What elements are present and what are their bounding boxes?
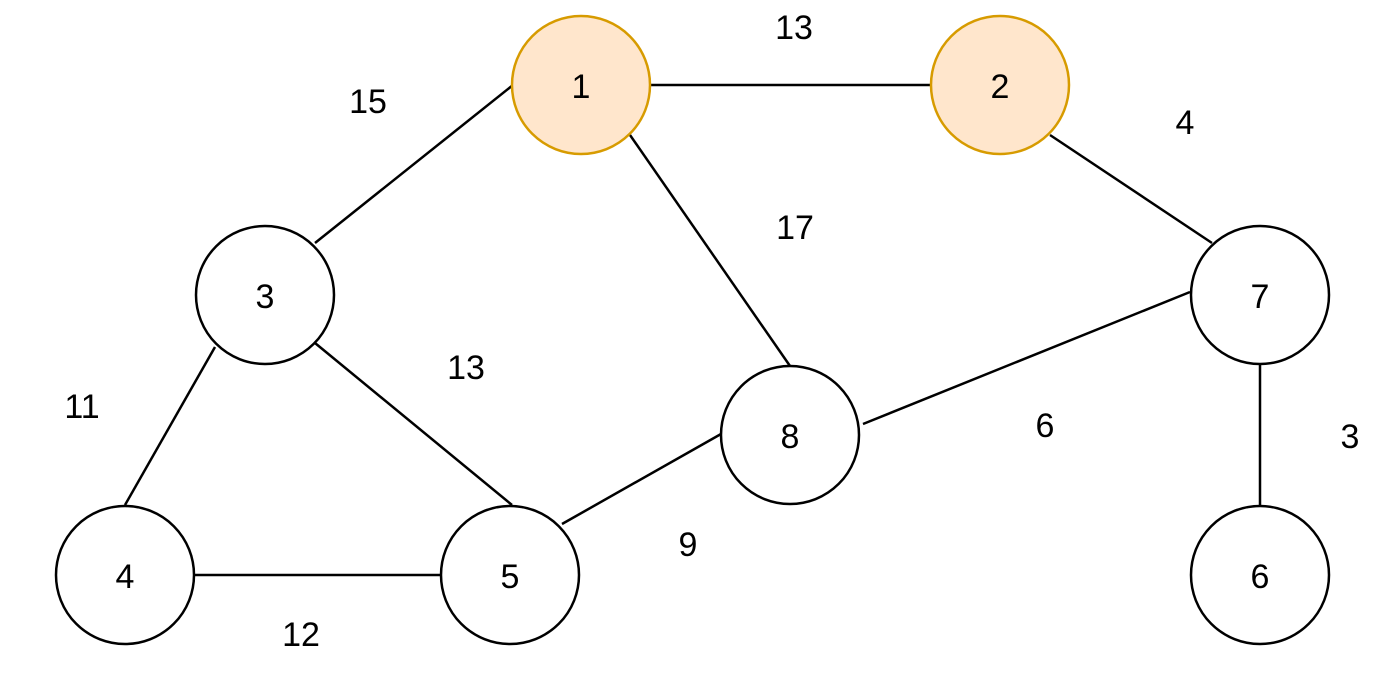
node-label-6: 6: [1251, 558, 1270, 596]
node-6: 6: [1189, 504, 1331, 646]
node-label-5: 5: [501, 558, 520, 596]
node-circle-7: [1189, 224, 1331, 366]
edge-3-4: [123, 346, 217, 506]
edge-2-7: [1049, 133, 1213, 245]
edge-8-7: [862, 290, 1191, 426]
node-label-1: 1: [572, 68, 591, 106]
node-label-7: 7: [1251, 278, 1270, 316]
node-5: 5: [439, 504, 581, 646]
node-circle-1: [510, 14, 652, 156]
node-label-4: 4: [116, 558, 135, 596]
edge-1-8: [628, 134, 792, 367]
node-2: 2: [929, 14, 1071, 156]
node-label-2: 2: [991, 68, 1010, 106]
node-circle-5: [439, 504, 581, 646]
edge-5-8: [561, 432, 722, 526]
edge-weight-7-6: 3: [1341, 418, 1360, 456]
node-7: 7: [1189, 224, 1331, 366]
edge-weight-1-3: 15: [349, 83, 387, 121]
edge-weight-5-8: 9: [679, 526, 698, 564]
edge-weight-8-7: 6: [1036, 407, 1055, 445]
edge-weight-2-7: 4: [1176, 104, 1195, 142]
node-1: 1: [510, 14, 652, 156]
node-8: 8: [719, 364, 861, 506]
edge-weight-3-5: 13: [447, 349, 485, 387]
node-label-8: 8: [781, 418, 800, 456]
node-4: 4: [54, 504, 196, 646]
edges-layer: [123, 83, 1262, 577]
edge-3-5: [314, 342, 513, 506]
edge-weight-3-4: 11: [64, 388, 99, 426]
edge-weight-1-8: 17: [776, 209, 814, 247]
node-circle-3: [194, 224, 336, 366]
node-circle-8: [719, 364, 861, 506]
node-circle-4: [54, 504, 196, 646]
node-circle-6: [1189, 504, 1331, 646]
edge-1-3: [314, 84, 514, 244]
node-3: 3: [194, 224, 336, 366]
node-label-3: 3: [256, 278, 275, 316]
edge-weight-1-2: 13: [775, 9, 813, 47]
node-circle-2: [929, 14, 1071, 156]
nodes-layer: 1 2 3 4 5 6 7 8: [54, 14, 1331, 646]
edge-weight-4-5: 12: [282, 616, 320, 654]
